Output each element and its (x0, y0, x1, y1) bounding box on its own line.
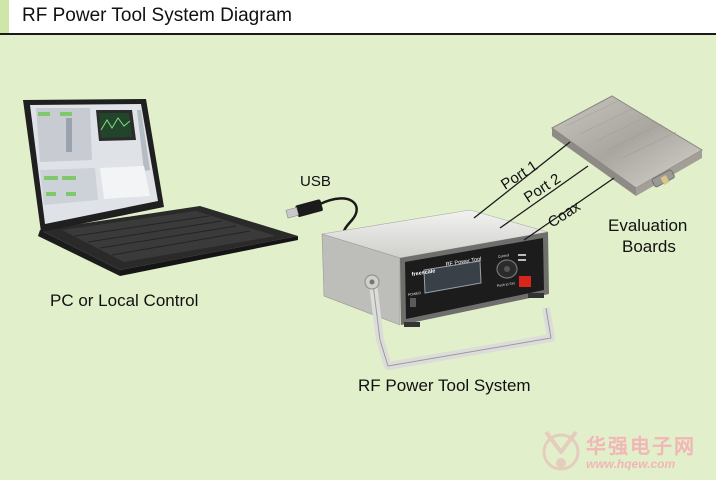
device-brand: freescale (411, 268, 436, 278)
header-accent (0, 0, 9, 33)
evaluation-label-line2: Boards (622, 237, 676, 256)
connection-lines (473, 141, 615, 241)
evaluation-board-image (551, 95, 703, 196)
device-model: RF Power Tool (445, 256, 481, 268)
rf-power-tool-image (321, 209, 555, 370)
header-bar (0, 0, 716, 34)
coax-line (523, 177, 615, 241)
system-label: RF Power Tool System (358, 376, 531, 395)
port2-line (499, 165, 589, 229)
port1-line (473, 141, 571, 219)
device-control-label: Control (498, 253, 510, 259)
header-rule (0, 33, 716, 35)
watermark-url: www.hqew.com (586, 457, 676, 471)
device-push-label: Push to Set (497, 281, 516, 288)
usb-label: USB (300, 173, 331, 190)
device-power-label: POWER (408, 291, 422, 297)
evaluation-label-line1: Evaluation (608, 216, 688, 235)
watermark-text: 华强电子网 (586, 436, 696, 458)
pc-label: PC or Local Control (50, 291, 199, 310)
usb-cable-image (285, 197, 358, 241)
page-title: RF Power Tool System Diagram (22, 5, 292, 26)
laptop-image (23, 99, 298, 276)
watermark-logo (542, 430, 580, 471)
